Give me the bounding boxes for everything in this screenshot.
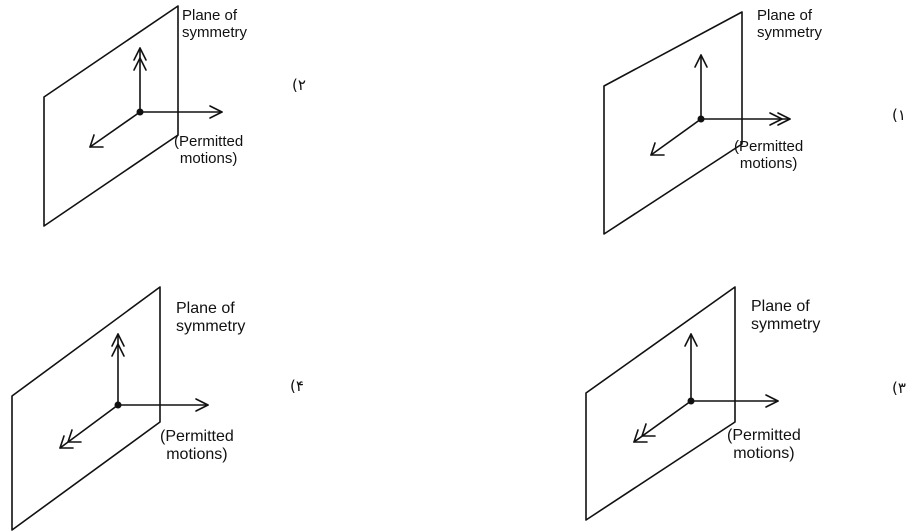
plane-label-line-1: Plane of [757, 7, 813, 24]
symmetry-plane [43, 5, 179, 227]
motions-label-line-1: (Permitted [160, 428, 234, 445]
option-number: (۲ [292, 76, 306, 94]
arrowhead-up-2 [111, 343, 125, 357]
plane-label: Plane of symmetry [751, 298, 820, 335]
motions-label-line-1: (Permitted [174, 133, 244, 150]
motions-label: (Permitted motions) [160, 428, 234, 465]
origin-point [114, 401, 122, 409]
plane-diagram-1 [603, 11, 791, 235]
option-number: (۳ [892, 379, 906, 397]
plane-label: Plane of symmetry [757, 7, 822, 42]
motions-label-line-1: (Permitted [734, 138, 804, 155]
plane-label-line-1: Plane of [176, 300, 235, 317]
arrowhead-right-2 [777, 112, 791, 126]
motions-label-line-2: motions) [733, 445, 795, 463]
symmetry-plane [11, 286, 161, 531]
plane-label: Plane of symmetry [176, 300, 245, 337]
arrowhead-diag [89, 134, 104, 148]
option-number: (۱ [892, 106, 906, 124]
option-number: (۴ [290, 377, 304, 395]
arrowhead-right [765, 394, 779, 408]
arrowhead-up-2 [133, 57, 147, 71]
symmetry-plane [585, 286, 736, 521]
motions-label: (Permitted motions) [727, 427, 801, 464]
origin-point [136, 108, 144, 116]
arrowhead-up [133, 47, 147, 61]
arrowhead-diag [633, 429, 648, 443]
arrowhead-right [209, 105, 223, 119]
plane-label-line-2: symmetry [751, 316, 821, 334]
plane-diagram-4 [11, 286, 209, 531]
axis-diag [59, 404, 119, 449]
symmetry-plane [603, 11, 743, 235]
axis-diag [650, 118, 702, 156]
arrowhead-diag-2 [641, 423, 656, 437]
motions-label-line-2: motions) [739, 155, 798, 173]
plane-label-line-2: symmetry [176, 318, 246, 336]
arrowhead-right [195, 398, 209, 412]
origin-point [697, 115, 705, 123]
plane-label-line-2: symmetry [182, 24, 247, 42]
plane-label: Plane of symmetry [182, 7, 247, 42]
motions-label: (Permitted motions) [734, 138, 803, 173]
plane-label-line-1: Plane of [751, 298, 810, 315]
motions-label-line-2: motions) [166, 446, 228, 464]
arrowhead-diag [59, 435, 74, 449]
motions-label-line-1: (Permitted [727, 427, 801, 444]
arrowhead-diag [650, 142, 665, 156]
axis-diag [633, 400, 692, 443]
axis-diag [89, 111, 141, 148]
arrowhead-up [694, 54, 708, 68]
arrowhead-diag-2 [67, 429, 82, 443]
motions-label: (Permitted motions) [174, 133, 243, 168]
plane-label-line-1: Plane of [182, 7, 238, 24]
plane-diagram-2 [43, 5, 223, 227]
plane-label-line-2: symmetry [757, 24, 822, 42]
origin-point [687, 397, 695, 405]
arrowhead-right [769, 112, 783, 126]
motions-label-line-2: motions) [179, 150, 238, 168]
arrowhead-up [684, 333, 698, 347]
arrowhead-up [111, 333, 125, 347]
